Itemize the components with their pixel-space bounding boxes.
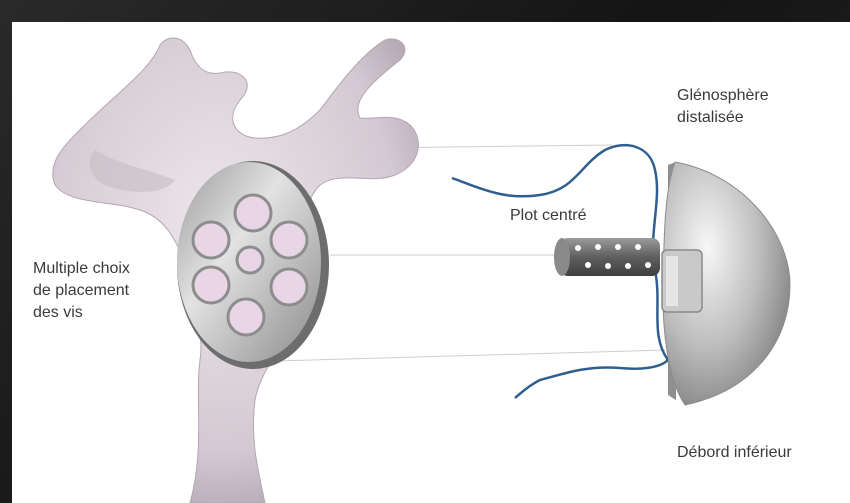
central-peg-label: Plot centré [510, 205, 586, 227]
screw-hole [228, 299, 264, 335]
inferior-overhang-label: Débord inférieur [677, 442, 792, 464]
glenosphere [662, 162, 790, 405]
central-peg [554, 238, 660, 276]
screw-hole [271, 222, 307, 258]
screw-hole [193, 222, 229, 258]
glenosphere-label: Glénosphère distalisée [677, 85, 769, 129]
guide-line-bottom [242, 350, 665, 362]
screw-hole [193, 267, 229, 303]
screw-hole [235, 195, 271, 231]
center-hole [237, 247, 263, 273]
glenoid-baseplate [177, 161, 329, 369]
screw-hole [271, 269, 307, 305]
screw-placement-label: Multiple choix de placement des vis [33, 258, 130, 324]
